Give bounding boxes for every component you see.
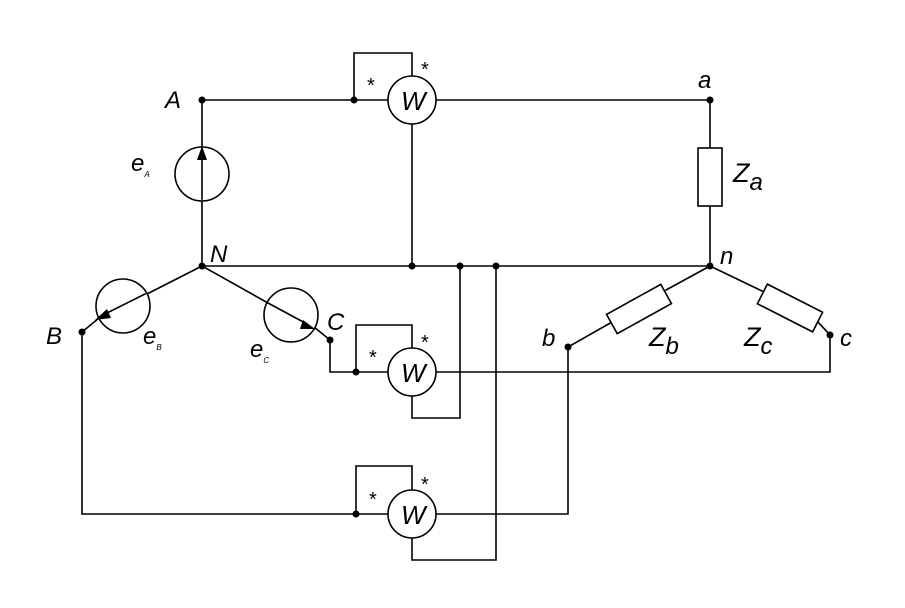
source-label-eb: eB [143,323,162,352]
impedance-label-za-sub: a [750,169,763,196]
wire-w3-voltage [411,265,497,561]
impedance-zb [605,283,673,335]
impedance-label-zb-sub: b [666,333,679,360]
wire-w2-loop [355,324,413,373]
wattmeter-2-current-star: * [369,347,377,369]
impedance-label-za-main: Z [732,158,751,188]
wattmeter-1-current-star: * [367,75,375,97]
impedance-label-zc-main: Z [743,322,762,352]
wires [80,52,832,561]
wire-w2-voltage [411,265,461,419]
impedance-za [697,147,723,207]
junction-dot [492,262,500,270]
source-eb-circle [95,278,151,334]
arrow-up-icon [197,146,207,160]
wattmeter-1-circle [387,75,437,125]
source-ec [263,287,319,343]
wattmeter-2-voltage-star: * [421,332,429,354]
wattmeter-3-symbol: W [401,500,428,530]
junction-dot [350,96,358,104]
source-label-eb-main: e [143,323,156,350]
source-label-ec-main: e [250,336,263,363]
wattmeter-2-circle [387,347,437,397]
node-label-b-lower: b [542,325,555,352]
impedance-label-za: Za [732,158,763,196]
source-label-eb-sub: B [156,343,162,352]
wattmeter-1-voltage-star: * [421,59,429,81]
source-label-ea-main: e [131,150,144,177]
wattmeter-2: W * * [369,332,437,397]
source-label-ea-sub: A [143,170,149,179]
impedance-label-zb: Zb [648,322,679,360]
wire-phase-a [201,99,711,267]
junction-dot [198,262,206,270]
impedance-label-zb-main: Z [648,322,667,352]
junction-dot [352,510,360,518]
junction-dot [706,96,714,104]
source-label-ea: eA [131,150,150,179]
junction-dot [78,328,86,336]
wire-w3-loop [355,465,413,515]
wattmeter-2-symbol: W [401,358,428,388]
node-label-n-upper: N [210,241,228,268]
node-label-c-upper: C [327,309,345,336]
junction-dot [564,343,572,351]
junction-dot [326,336,334,344]
wire-w1-loop [353,52,413,101]
impedance-zc [756,283,824,333]
source-label-ec: eC [250,336,269,365]
source-label-ec-sub: C [263,356,269,365]
impedance-label-zc-sub: c [761,333,773,360]
arrow-down-left-icon [95,309,111,320]
source-eb [95,278,151,334]
wattmeter-3-current-star: * [369,489,377,511]
wattmeter-3: W * * [369,474,437,539]
wattmeter-3-voltage-star: * [421,474,429,496]
wire-load-b [566,264,712,349]
junction-dot [198,96,206,104]
wire-source-b [80,264,204,334]
node-label-n-lower: n [720,243,733,270]
wattmeter-1-symbol: W [401,86,428,116]
impedance-label-zc: Zc [743,322,773,360]
node-label-a-lower: a [698,67,711,94]
arrow-down-right-icon [300,320,315,329]
junction-dot [456,262,464,270]
junction-dots [78,96,834,518]
junction-dot [408,262,416,270]
node-label-a-upper: A [163,87,181,114]
source-ea [174,146,230,202]
junction-dot [706,262,714,270]
node-label-b-upper: B [46,323,62,350]
wattmeter-3-circle [387,489,437,539]
node-label-c-lower: c [840,325,852,352]
junction-dot [352,368,360,376]
wire-phase-b [81,331,569,515]
junction-dot [826,331,834,339]
wattmeter-1: W * * [367,59,437,125]
